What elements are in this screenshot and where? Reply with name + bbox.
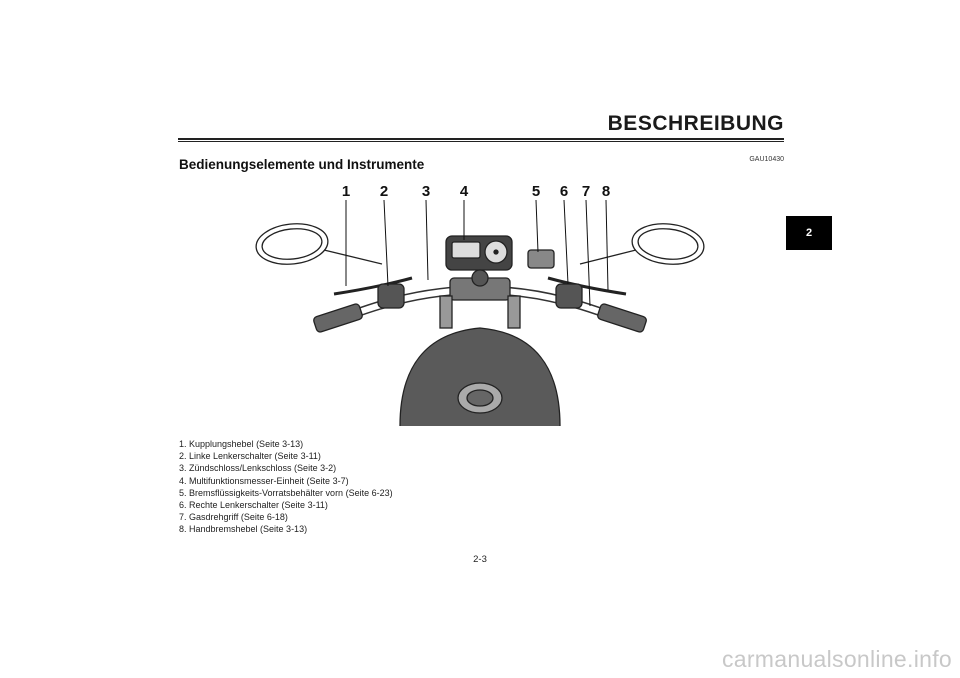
legend-item: 1. Kupplungshebel (Seite 3-13): [179, 439, 304, 449]
right-mirror-icon: [579, 223, 705, 265]
callout-8: 8: [602, 183, 610, 200]
legend-list: 1. Kupplungshebel (Seite 3-13) 2. Linke …: [179, 438, 393, 536]
left-mirror-icon: [255, 223, 383, 265]
callout-4: 4: [460, 183, 469, 200]
callout-7: 7: [582, 183, 590, 200]
page-number: 2-3: [473, 554, 487, 565]
callout-1: 1: [342, 183, 350, 200]
right-switch-icon: [555, 283, 583, 309]
legend-item: 3. Zündschloss/Lenkschloss (Seite 3-2): [179, 463, 337, 474]
fuel-tank-icon: [399, 327, 561, 427]
page-title: BESCHREIBUNG: [607, 112, 784, 135]
left-switch-icon: [377, 283, 405, 309]
section-title: Bedienungselemente und Instrumente: [179, 157, 425, 172]
document-code: GAU10430: [749, 156, 784, 163]
legend-item: 2. Linke Lenkerschalter (Seite 3-11): [179, 451, 321, 462]
legend-item: 7. Gasdrehgriff (Seite 6-18): [179, 512, 288, 523]
brake-reservoir-icon: [527, 249, 555, 269]
ignition-switch-icon: [471, 269, 489, 287]
legend-item: 5. Bremsflüssigkeits-Vorratsbehälter vor…: [179, 487, 393, 498]
legend-item: 8. Handbremshebel (Seite 3-13): [179, 524, 308, 535]
callout-2: 2: [380, 183, 388, 200]
instrument-cluster-icon: [445, 235, 513, 271]
right-grip-icon: [597, 303, 647, 333]
header-rule: [178, 138, 784, 142]
callout-5: 5: [532, 183, 540, 200]
clutch-lever-icon: [333, 276, 413, 296]
callout-3: 3: [422, 183, 430, 200]
legend-item: 4. Multifunktionsmesser-Einheit (Seite 3…: [179, 475, 349, 486]
chapter-tab: 2: [786, 216, 832, 250]
brake-lever-icon: [547, 276, 627, 296]
left-grip-icon: [313, 303, 363, 333]
legend-item: 6. Rechte Lenkerschalter (Seite 3-11): [179, 500, 328, 511]
watermark: carmanualsonline.info: [721, 646, 952, 672]
motorcycle-handlebar-illustration: 1 2 3 4 5 6 7 8: [255, 183, 705, 427]
callout-6: 6: [560, 183, 568, 200]
